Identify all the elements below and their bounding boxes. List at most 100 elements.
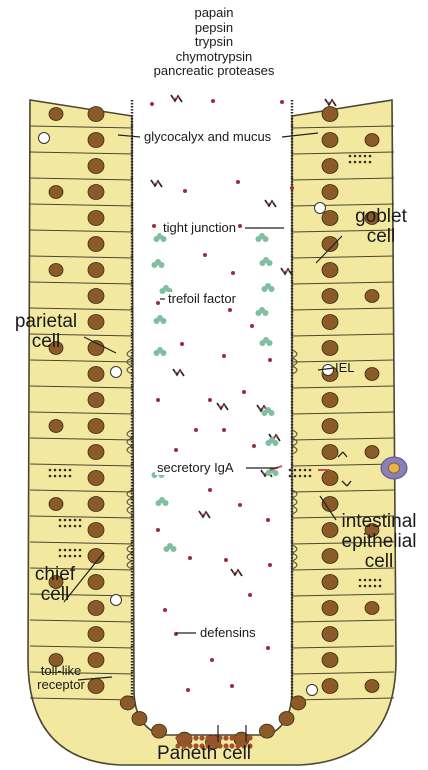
protein-particle (248, 593, 252, 597)
left-nucleus (49, 498, 63, 511)
base-nucleus (132, 712, 147, 726)
right-nucleus (322, 393, 338, 408)
trefoil-lobe (171, 546, 177, 552)
enzyme-pancreatic-proteases: pancreatic proteases (0, 64, 428, 79)
trefoil-lobe (260, 340, 266, 346)
trefoil-lobe (159, 262, 165, 268)
granule-dot (64, 549, 67, 552)
paneth-granule (205, 735, 210, 740)
granule-dot (59, 475, 62, 478)
granule-dot (299, 469, 302, 472)
granule-dot (69, 555, 72, 558)
protein-particle (210, 658, 214, 662)
label-paneth-cell: Paneth cell (157, 744, 251, 764)
left-nucleus (88, 419, 104, 434)
left-nucleus (88, 315, 104, 330)
protein-particle (188, 556, 192, 560)
label-secretory-iga: secretory IgA (155, 461, 236, 475)
trefoil-lobe (267, 340, 273, 346)
left-nucleus (88, 601, 104, 616)
right-nucleus (365, 368, 379, 381)
protein-particle (183, 189, 187, 193)
granule-dot (304, 475, 307, 478)
granule-dot (374, 585, 377, 588)
right-nucleus (322, 315, 338, 330)
label-intestinal-line1: intestinal (330, 512, 428, 532)
label-goblet-line1: goblet (341, 207, 421, 227)
granule-dot (369, 155, 372, 158)
granule-dot (349, 161, 352, 164)
protein-particle (208, 488, 212, 492)
trefoil-lobe (161, 236, 167, 242)
label-tight-junction: tight junction (161, 221, 238, 235)
left-nucleus (88, 107, 104, 122)
granule-dot (59, 525, 62, 528)
granule-dot (309, 475, 312, 478)
left-nucleus (88, 471, 104, 486)
trefoil-lobe (154, 236, 160, 242)
protein-particle (252, 444, 256, 448)
protein-particle (224, 558, 228, 562)
left-nucleus (88, 445, 104, 460)
protein-particle (280, 100, 284, 104)
granule-dot (54, 475, 57, 478)
right-nucleus (322, 133, 338, 148)
granule-dot (59, 469, 62, 472)
left-nucleus (88, 523, 104, 538)
enzyme-trypsin: trypsin (0, 35, 428, 50)
right-nucleus (322, 211, 338, 226)
granule-dot (369, 585, 372, 588)
protein-particle (230, 684, 234, 688)
label-tlr-line2: receptor (26, 678, 96, 692)
granule-dot (294, 469, 297, 472)
trefoil-lobe (260, 260, 266, 266)
protein-particle (290, 186, 294, 190)
protein-particle (180, 342, 184, 346)
left-nucleus (88, 627, 104, 642)
enzyme-papain: papain (0, 6, 428, 21)
immune-cell-nucleus (389, 463, 400, 473)
granule-dot (59, 519, 62, 522)
protein-particle (186, 688, 190, 692)
protein-particle (250, 324, 254, 328)
right-nucleus (322, 575, 338, 590)
protein-particle (156, 301, 160, 305)
trefoil-lobe (273, 440, 279, 446)
label-trefoil-factor: trefoil factor (166, 292, 238, 306)
granule-dot (289, 475, 292, 478)
granule-dot (64, 525, 67, 528)
label-goblet-line2: cell (341, 227, 421, 247)
granule-dot (74, 525, 77, 528)
trefoil-lobe (267, 260, 273, 266)
left-nucleus (49, 108, 63, 121)
granule-dot (69, 525, 72, 528)
base-nucleus (279, 712, 294, 726)
right-nucleus (322, 341, 338, 356)
paneth-granule (235, 735, 240, 740)
granule-dot (359, 161, 362, 164)
granule-dot (64, 555, 67, 558)
label-parietal-line1: parietal (6, 312, 86, 332)
left-nucleus (88, 393, 104, 408)
granule-dot (309, 469, 312, 472)
left-nucleus (88, 263, 104, 278)
paneth-granule (199, 735, 204, 740)
protein-particle (156, 528, 160, 532)
granule-dot (69, 519, 72, 522)
label-iel: IEL (335, 361, 355, 375)
label-defensins: defensins (198, 626, 258, 640)
granule-dot (49, 469, 52, 472)
protein-particle (238, 503, 242, 507)
trefoil-lobe (164, 546, 170, 552)
trefoil-lobe (273, 470, 279, 476)
left-nucleus (49, 186, 63, 199)
paneth-granule (175, 735, 180, 740)
granule-dot (54, 469, 57, 472)
granule-dot (379, 579, 382, 582)
trefoil-lobe (256, 236, 262, 242)
paneth-granule (187, 735, 192, 740)
right-nucleus (322, 185, 338, 200)
paneth-granule (247, 735, 252, 740)
right-nucleus (365, 134, 379, 147)
label-intestinal-epithelial-cell: intestinal epithelial cell (330, 512, 428, 572)
